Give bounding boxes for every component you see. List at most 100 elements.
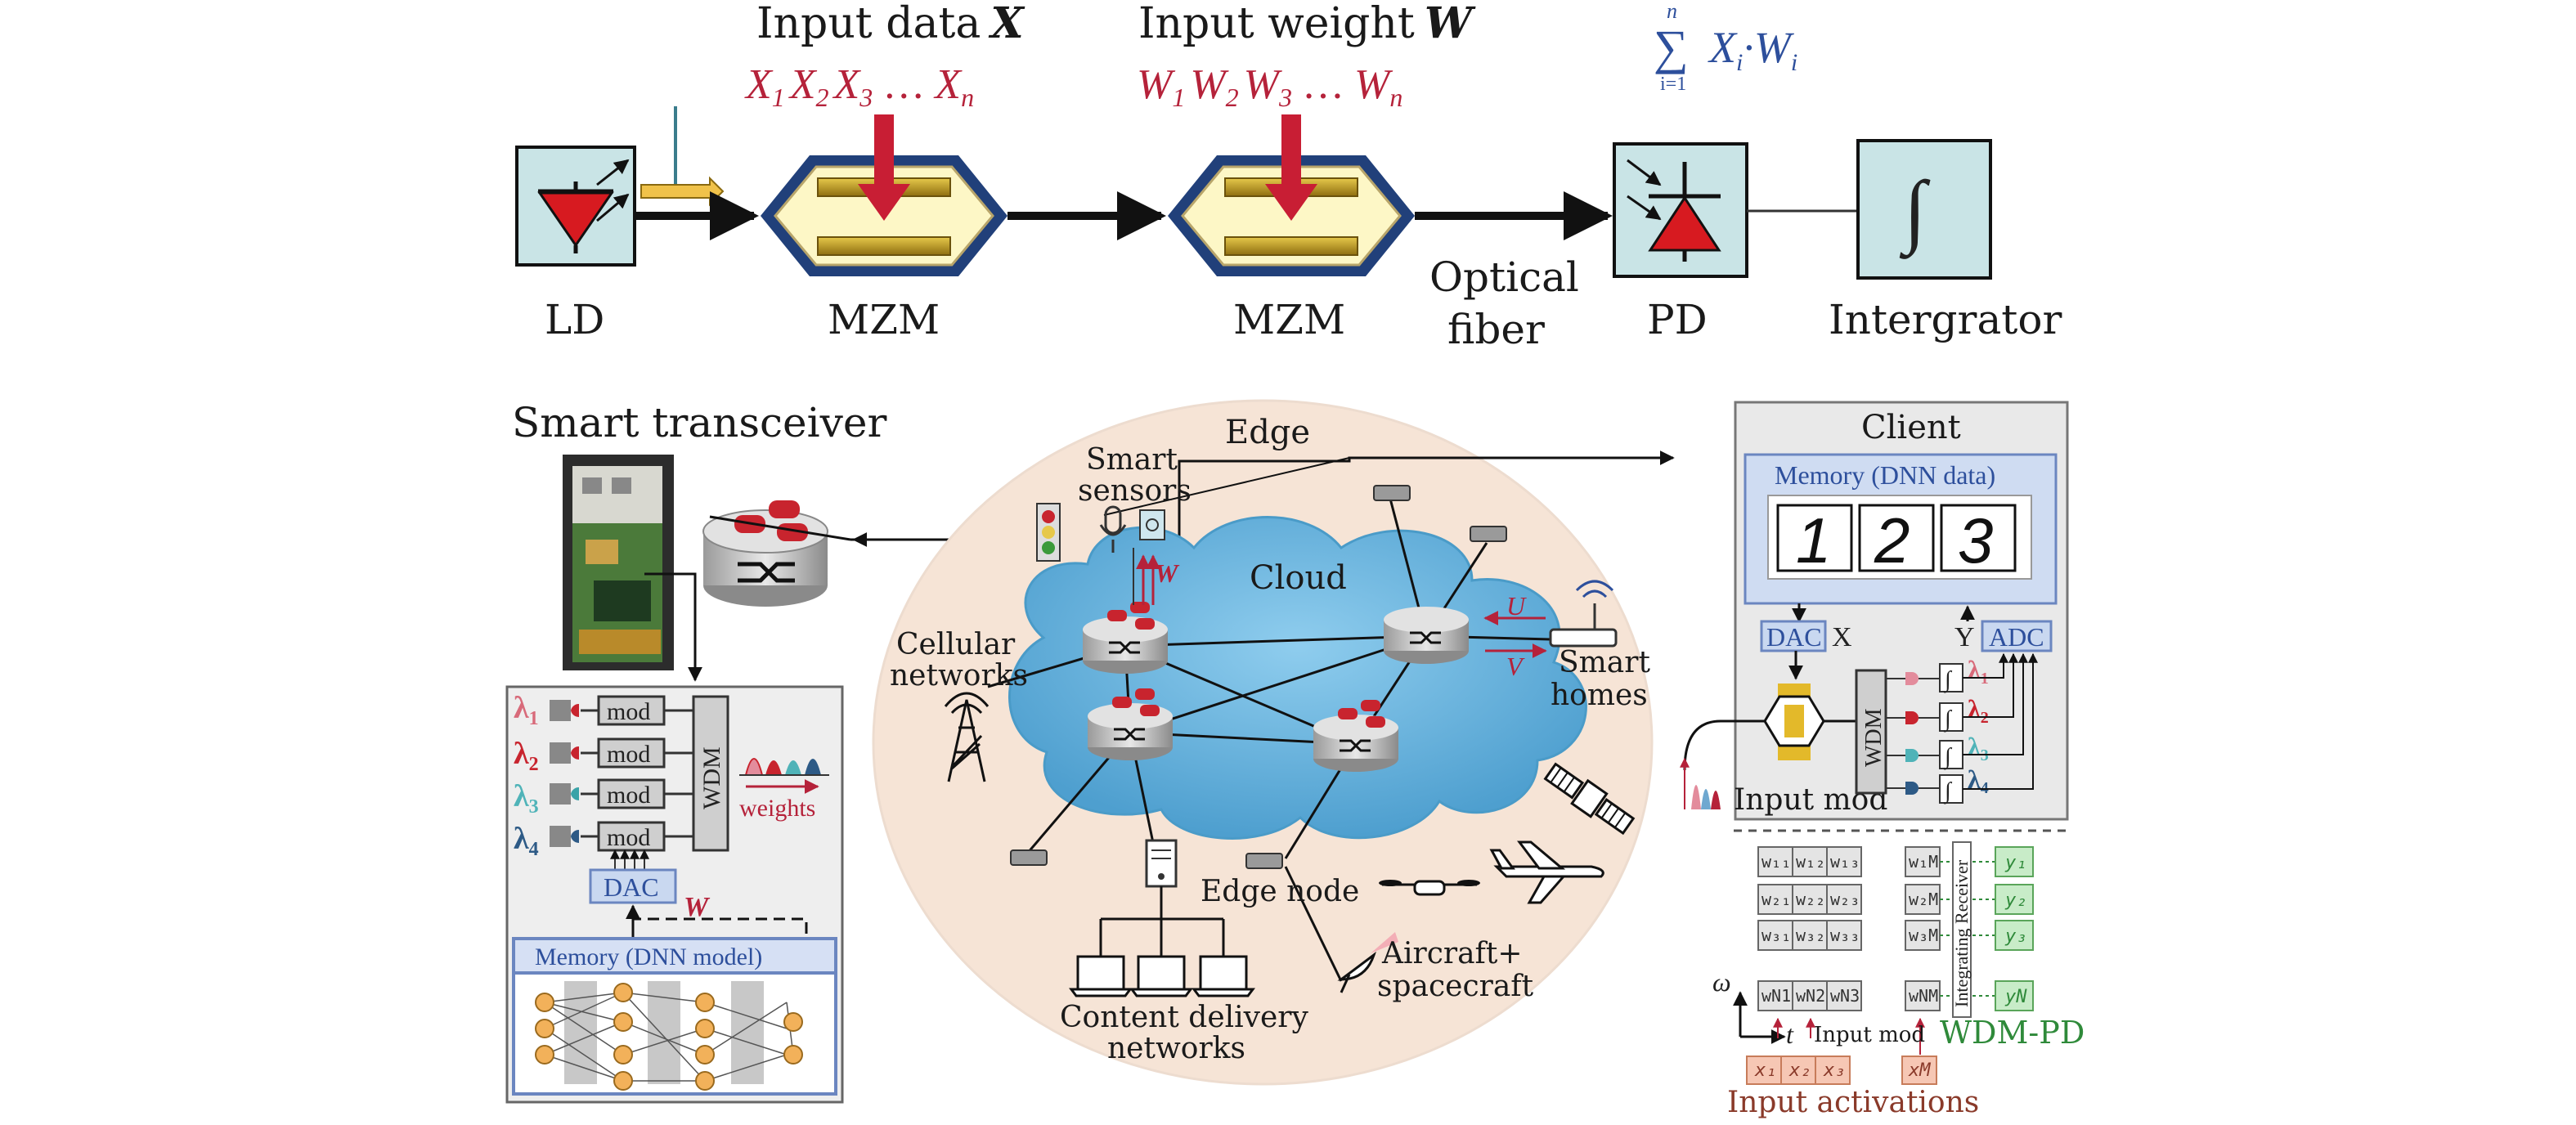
svg-text:W: W: [684, 892, 711, 922]
client-panel: Client Memory (DNN data) 1 2 3 DAC X Y A…: [1680, 401, 2085, 1119]
label-mzm-1: MZM: [828, 296, 940, 343]
svg-text:networks: networks: [890, 659, 1028, 692]
svg-text:Input mod: Input mod: [1814, 1023, 1925, 1047]
laptop-icons: [1069, 955, 1255, 997]
svg-text:wN3: wN3: [1830, 986, 1860, 1006]
label-ld: LD: [545, 296, 604, 343]
svg-text:w₃₂: w₃₂: [1796, 926, 1825, 945]
svg-text:n: n: [1667, 0, 1677, 23]
dnn-model-graphic: [535, 981, 803, 1091]
svg-text:ω: ω: [1712, 967, 1731, 997]
svg-text:Aircraft+: Aircraft+: [1381, 937, 1523, 970]
svg-text:i=1: i=1: [1660, 74, 1686, 95]
label-pd: PD: [1647, 296, 1708, 343]
svg-text:mod: mod: [607, 741, 650, 768]
wifi-router-icon: [1549, 580, 1618, 648]
satellite-dish-icon: [1337, 932, 1398, 993]
cloud-router-3: [1384, 607, 1469, 664]
svg-text:mod: mod: [607, 698, 650, 725]
svg-text:∫: ∫: [1899, 164, 1931, 259]
svg-text:spacecraft: spacecraft: [1377, 970, 1534, 1003]
label-mzm-2: MZM: [1233, 296, 1345, 343]
svg-text:∫: ∫: [1943, 778, 1953, 805]
svg-text:∫: ∫: [1943, 744, 1953, 770]
svg-text:WDM-PD: WDM-PD: [1940, 1015, 2085, 1051]
svg-text:Integrating Receiver: Integrating Receiver: [1951, 859, 1972, 1007]
svg-text:X: X: [1832, 622, 1852, 652]
svg-text:1: 1: [1796, 504, 1831, 576]
drone-icon: [1379, 880, 1480, 896]
client-title: Client: [1861, 409, 1961, 446]
integrator: ∫: [1856, 139, 1992, 280]
label-optical: Optical: [1429, 253, 1579, 301]
svg-text:y₁: y₁: [2004, 853, 2027, 873]
svg-text:w₂₂: w₂₂: [1796, 890, 1825, 909]
svg-text:y₃: y₃: [2004, 926, 2027, 947]
svg-text:x₃: x₃: [1823, 1060, 1846, 1081]
svg-text:∫: ∫: [1943, 667, 1953, 693]
svg-text:w₃₁: w₃₁: [1761, 926, 1791, 945]
airplane-icon: [1489, 840, 1604, 904]
network-panel: Edge Cloud: [872, 399, 1675, 1086]
label-integrator: Intergrator: [1829, 296, 2062, 343]
cell-tower-icon: [944, 692, 990, 782]
microphone-icon: [1099, 505, 1127, 553]
transceiver-photo: [563, 455, 674, 670]
svg-text:Edge node: Edge node: [1200, 875, 1359, 908]
router-icon: [702, 500, 828, 607]
svg-text:y₂: y₂: [2004, 890, 2027, 911]
camera-sensor-icon: [1139, 509, 1165, 540]
svg-text:3: 3: [1958, 504, 1993, 576]
svg-text:Smart: Smart: [1086, 443, 1178, 477]
server-icon: [1145, 839, 1178, 888]
svg-text:ADC: ADC: [1989, 622, 2044, 652]
svg-text:w₂₁: w₂₁: [1761, 890, 1791, 909]
cloud-router-2: [1088, 688, 1173, 760]
svg-text:W: W: [1155, 558, 1180, 588]
svg-text:λ4: λ4: [514, 822, 539, 860]
svg-text:2: 2: [1874, 504, 1910, 576]
svg-text:λ1: λ1: [514, 691, 539, 729]
svg-text:w₁₁: w₁₁: [1761, 852, 1791, 872]
svg-text:Smart: Smart: [1559, 646, 1650, 679]
sum-formula: n ∑ i=1 Xi·Wi: [1654, 0, 1797, 95]
svg-text:w₁₂: w₁₂: [1796, 852, 1825, 872]
smart-transceiver-title: Smart transceiver: [512, 399, 886, 446]
lambda-rows: λ1 mod λ2 mod λ3 mod λ4 mod: [514, 691, 693, 860]
weights-label: weights: [739, 795, 815, 822]
input-spectrum: [1680, 757, 1721, 809]
svg-text:Content delivery: Content delivery: [1060, 1001, 1309, 1034]
satellite-icon: [1543, 762, 1636, 836]
svg-text:networks: networks: [1107, 1032, 1245, 1065]
svg-text:w₂M: w₂M: [1909, 890, 1938, 909]
svg-text:xM: xM: [1908, 1060, 1931, 1081]
svg-text:wN1: wN1: [1761, 986, 1791, 1006]
svg-text:w₂₃: w₂₃: [1830, 890, 1860, 909]
svg-text:∑: ∑: [1654, 20, 1689, 74]
svg-text:V: V: [1506, 652, 1525, 681]
traffic-light-icon: [1036, 503, 1061, 562]
cloud-label: Cloud: [1250, 559, 1347, 597]
cloud-router-4: [1313, 700, 1398, 772]
smart-transceiver-panel: Smart transceiver: [505, 399, 994, 1104]
svg-text:Y: Y: [1954, 622, 1975, 652]
mzm-modulator-1: [761, 114, 1008, 276]
svg-text:homes: homes: [1551, 679, 1648, 712]
input-modulator: [1763, 684, 1825, 760]
mzm-modulator-2: [1168, 114, 1415, 276]
wdm-spectrum: [739, 758, 829, 794]
svg-text:Memory (DNN data): Memory (DNN data): [1775, 460, 1995, 490]
svg-text:WDM: WDM: [698, 746, 725, 809]
svg-text:WDM: WDM: [1861, 708, 1887, 767]
svg-text:Memory (DNN model): Memory (DNN model): [535, 943, 762, 970]
svg-text:wN2: wN2: [1796, 986, 1825, 1006]
svg-text:Input activations: Input activations: [1727, 1086, 1979, 1119]
